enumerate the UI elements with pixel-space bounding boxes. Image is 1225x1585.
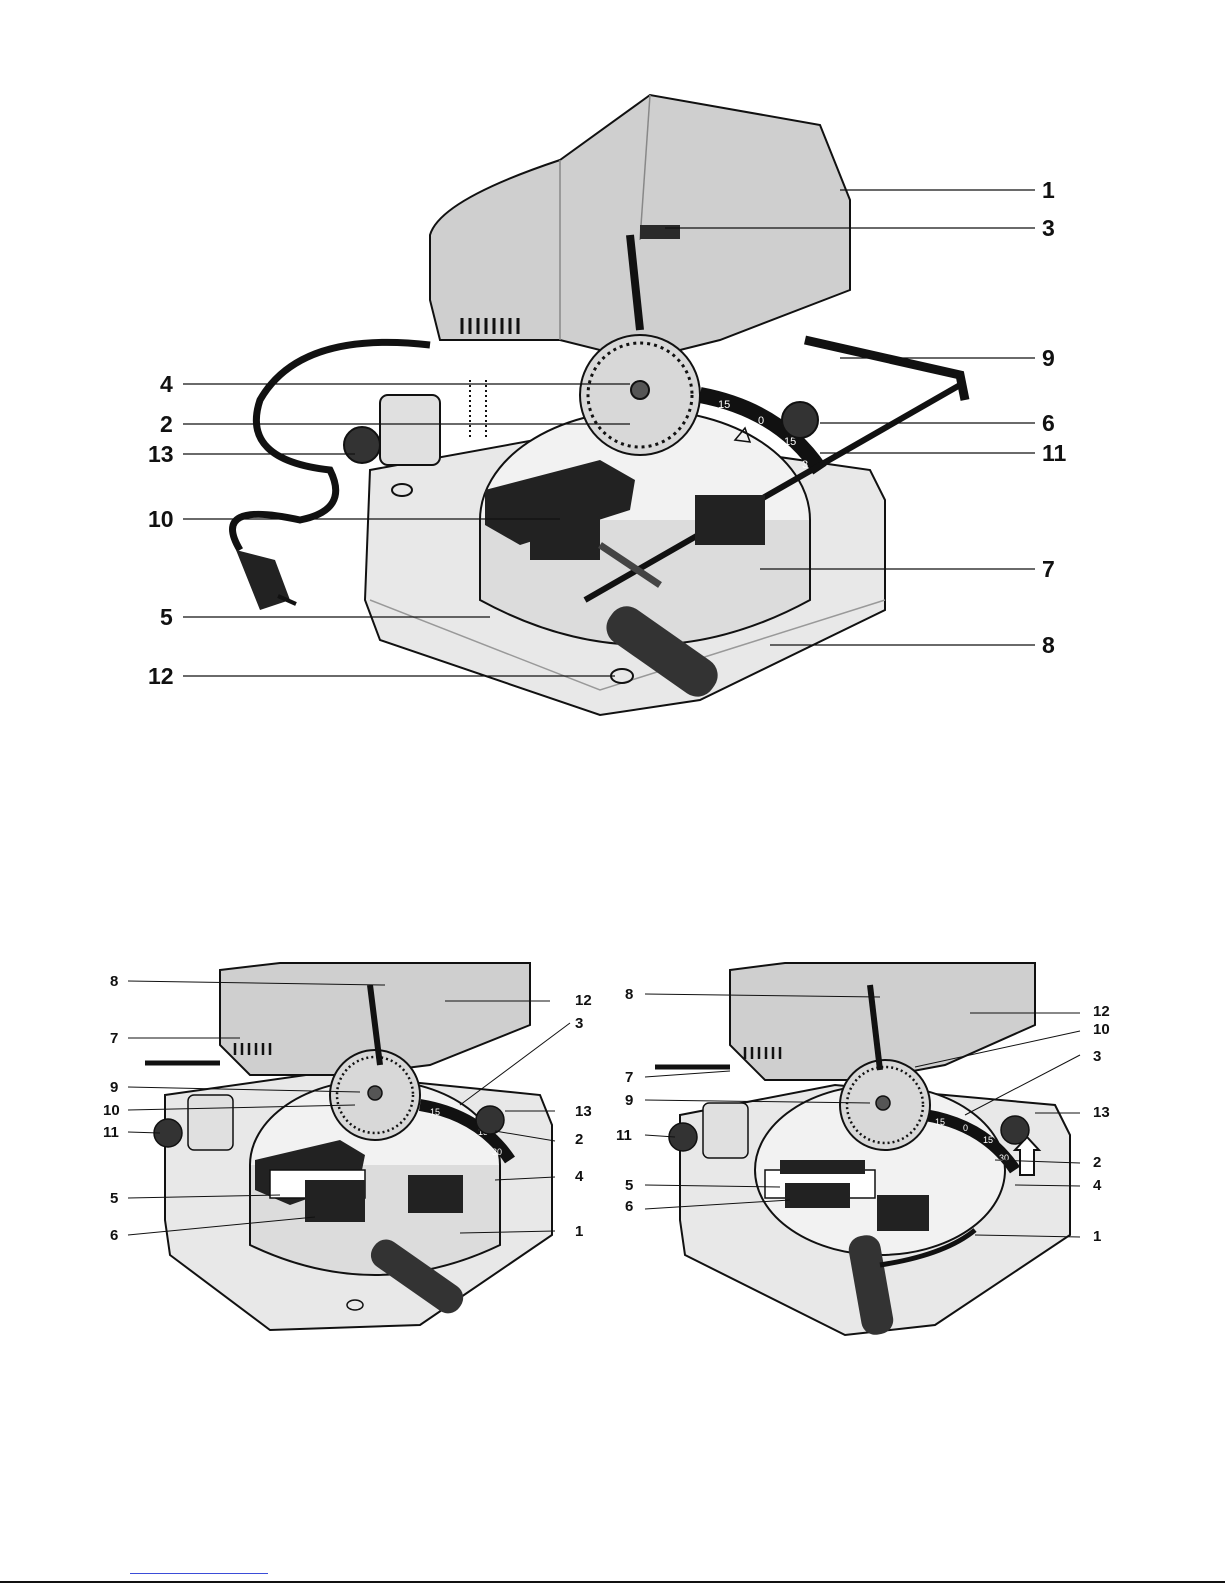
callout-9: 9 xyxy=(1042,347,1055,370)
callout-6: 6 xyxy=(110,1228,118,1243)
scale-mark: 30 xyxy=(492,1147,502,1157)
callout-13: 13 xyxy=(148,443,174,466)
power-plug xyxy=(236,550,290,610)
callout-5: 5 xyxy=(625,1178,633,1193)
callout-2: 2 xyxy=(1093,1155,1101,1170)
callout-4: 4 xyxy=(1093,1178,1101,1193)
guide-bracket xyxy=(805,340,965,400)
callout-5: 5 xyxy=(110,1191,118,1206)
figure-3-drawing: 15 0 15 30 xyxy=(615,955,1135,1345)
callout-7: 7 xyxy=(1042,558,1055,581)
footer-link-underline[interactable] xyxy=(130,1573,268,1574)
callout-12: 12 xyxy=(1093,1004,1110,1019)
scale-mark: 15 xyxy=(430,1107,440,1117)
callout-2: 2 xyxy=(575,1132,583,1147)
callout-11: 11 xyxy=(103,1125,119,1140)
scale-mark: 0 xyxy=(963,1123,968,1133)
clamp-block xyxy=(877,1195,929,1231)
callout-13: 13 xyxy=(1093,1105,1110,1120)
callout-11: 11 xyxy=(1042,442,1066,465)
figure-2-saw-illustration: 15 15 30 xyxy=(100,955,620,1350)
scale-mark: 30 xyxy=(999,1153,1009,1163)
knob-right xyxy=(476,1106,504,1134)
operating-handle xyxy=(640,225,680,239)
callout-10: 10 xyxy=(148,508,174,531)
callout-13: 13 xyxy=(575,1104,592,1119)
scale-mark: 15 xyxy=(935,1117,945,1127)
vise-jaw-movable xyxy=(530,510,600,560)
callout-4: 4 xyxy=(160,373,173,396)
callout-8: 8 xyxy=(110,974,118,989)
callout-9: 9 xyxy=(625,1093,633,1108)
callout-9: 9 xyxy=(110,1080,118,1095)
callout-12: 12 xyxy=(148,665,174,688)
callout-12: 12 xyxy=(575,993,592,1008)
figure-2-drawing: 15 15 30 xyxy=(100,955,620,1350)
callout-1: 1 xyxy=(1042,179,1055,202)
callout-3: 3 xyxy=(575,1016,583,1031)
callout-1: 1 xyxy=(575,1224,583,1239)
knob-right xyxy=(782,402,818,438)
callout-6: 6 xyxy=(625,1199,633,1214)
callout-5: 5 xyxy=(160,606,173,629)
callout-3: 3 xyxy=(1042,217,1055,240)
callout-10: 10 xyxy=(1093,1022,1110,1037)
figure-3-saw-illustration: 15 0 15 30 xyxy=(615,955,1135,1345)
callout-2: 2 xyxy=(160,413,173,436)
springs xyxy=(470,380,486,440)
scale-mark: 0 xyxy=(758,415,764,427)
callout-7: 7 xyxy=(110,1031,118,1046)
knob-left xyxy=(344,427,380,463)
callout-1: 1 xyxy=(1093,1229,1101,1244)
callout-3: 3 xyxy=(1093,1049,1101,1064)
callout-8: 8 xyxy=(1042,634,1055,657)
callout-8: 8 xyxy=(625,987,633,1002)
knob-right xyxy=(1001,1116,1029,1144)
callout-11: 11 xyxy=(616,1128,632,1143)
clamp-block xyxy=(695,495,765,545)
callout-4: 4 xyxy=(575,1169,583,1184)
footer-rule xyxy=(0,1581,1225,1583)
callout-6: 6 xyxy=(1042,412,1055,435)
clamp-block xyxy=(408,1175,463,1213)
vise-jaw-movable xyxy=(785,1183,850,1208)
callout-10: 10 xyxy=(103,1103,120,1118)
scale-mark: 15 xyxy=(983,1135,993,1145)
callout-7: 7 xyxy=(625,1070,633,1085)
scale-mark: 15 xyxy=(718,399,730,411)
